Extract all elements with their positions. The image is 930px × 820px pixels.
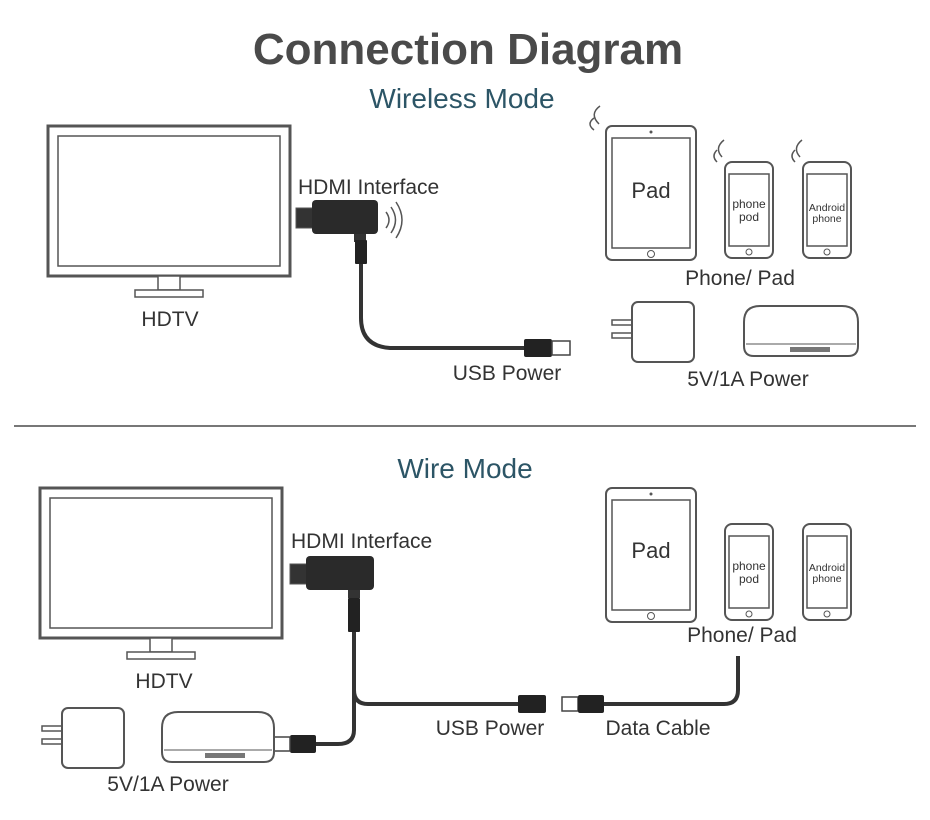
android-phone-icon: [791, 139, 852, 259]
hdmi-dongle-icon: [289, 556, 374, 598]
power-adapter-icon: [41, 707, 125, 769]
android-phone-icon: [802, 523, 852, 621]
android-screen-text: Android: [809, 202, 845, 214]
hdtv-label: HDTV: [135, 670, 192, 693]
phone-icon: [713, 139, 774, 259]
phone-screen-text: pod: [739, 572, 759, 586]
phone-screen-text: pod: [739, 210, 759, 224]
power-bank-icon: [743, 305, 859, 357]
usb-power-label: USB Power: [453, 362, 562, 385]
devices-label: Phone/ Pad: [685, 267, 795, 290]
pad-screen-text: Pad: [631, 538, 670, 563]
pad-screen-text: Pad: [631, 178, 670, 203]
phone-icon: [724, 523, 774, 621]
page-title: Connection Diagram: [253, 25, 683, 74]
android-screen-text: Android: [809, 562, 845, 574]
pad-icon: [605, 487, 697, 623]
android-screen-text: phone: [812, 573, 841, 585]
hdtv-icon: [38, 486, 284, 660]
devices-label: Phone/ Pad: [687, 624, 797, 647]
hdmi-dongle-icon: [295, 200, 378, 242]
phone-screen-text: phone: [732, 197, 766, 211]
usb-power-label: USB Power: [436, 717, 545, 740]
data-cable-label: Data Cable: [605, 717, 710, 740]
power-label: 5V/1A Power: [107, 773, 228, 796]
phone-screen-text: phone: [732, 559, 766, 573]
hdtv-icon: [46, 124, 292, 298]
hdmi-interface-label: HDMI Interface: [291, 530, 432, 553]
usb-power-cable: [355, 240, 571, 357]
hdmi-interface-label: HDMI Interface: [298, 176, 439, 199]
data-cable: [561, 656, 740, 713]
hdtv-label: HDTV: [141, 308, 198, 331]
android-screen-text: phone: [812, 213, 841, 225]
pad-icon: [589, 105, 697, 261]
power-adapter-icon: [611, 301, 695, 363]
wifi-signal-icon: [385, 201, 403, 239]
wire-mode-heading: Wire Mode: [397, 453, 532, 484]
power-label: 5V/1A Power: [687, 368, 808, 391]
power-bank-icon: [161, 711, 275, 763]
usb-split-cable: [273, 598, 546, 753]
wireless-mode-heading: Wireless Mode: [369, 83, 554, 114]
